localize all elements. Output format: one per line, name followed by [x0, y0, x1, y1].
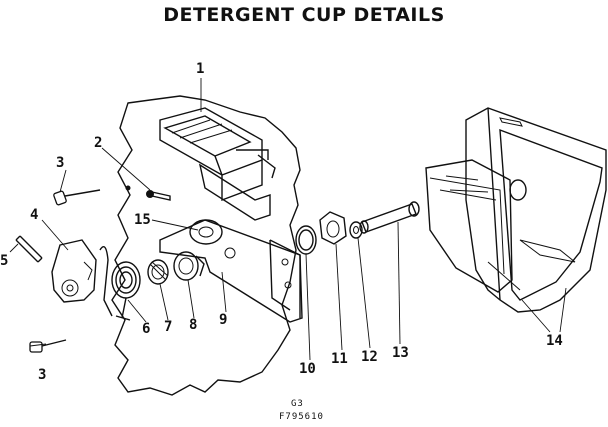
part-12-washer	[349, 221, 363, 239]
leader-lines	[9, 78, 567, 361]
callout-14: 14	[546, 333, 563, 349]
figure-number: F795610	[279, 412, 324, 422]
group-code: G3	[291, 399, 304, 409]
part-5-pin	[15, 235, 43, 263]
callout-6: 6	[142, 321, 151, 337]
part-9-mounting-plate	[159, 219, 303, 323]
callout-13: 13	[392, 345, 409, 361]
part-4-lever	[51, 239, 113, 317]
callout-3-lower: 3	[38, 367, 47, 383]
callout-11: 11	[331, 351, 348, 367]
callout-3-upper: 3	[56, 155, 65, 171]
part-2-screw	[146, 190, 171, 201]
callout-5: 5	[0, 253, 9, 269]
callout-8: 8	[189, 317, 198, 333]
part-13-shaft	[359, 201, 420, 234]
callout-12: 12	[361, 349, 378, 365]
diagram-title: DETERGENT CUP DETAILS	[163, 4, 445, 26]
callout-1: 1	[196, 61, 205, 77]
part-6-spring	[111, 261, 141, 321]
callout-4: 4	[30, 207, 39, 223]
callout-7: 7	[164, 319, 173, 335]
callout-9: 9	[219, 312, 228, 328]
part-1-cup-housing	[159, 107, 276, 221]
door-panel-outline	[111, 95, 301, 396]
part-14-cup-cover	[425, 107, 607, 313]
part-15-rotary-disc	[189, 219, 223, 245]
part-10-o-ring	[295, 225, 317, 255]
part-3-screw-upper	[53, 189, 101, 206]
callout-10: 10	[299, 361, 316, 377]
part-7-small-spring	[147, 259, 169, 285]
callout-15: 15	[134, 212, 151, 228]
part-8-cam	[173, 251, 205, 281]
callout-2: 2	[94, 135, 103, 151]
part-11-hex-nut	[319, 211, 347, 245]
